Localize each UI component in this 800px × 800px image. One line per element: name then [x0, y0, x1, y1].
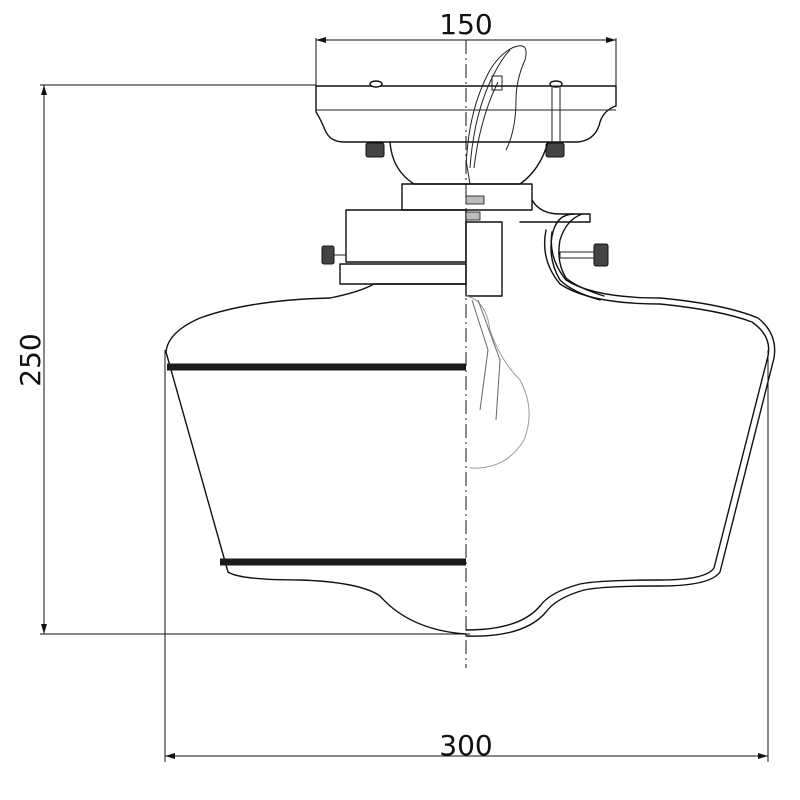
bottom-width-dimension: 300: [164, 350, 769, 762]
ceiling-canopy: [315, 80, 617, 158]
glass-shade-left: [165, 283, 467, 635]
light-bulb: [465, 295, 530, 469]
top-width-label: 150: [439, 8, 492, 41]
lamp-fitter: [321, 183, 609, 301]
bottom-width-label: 300: [439, 729, 492, 762]
height-label: 250: [14, 333, 47, 386]
glass-shade-right: [465, 229, 776, 637]
canopy-dome: [389, 141, 549, 185]
height-dimension: 250: [14, 84, 470, 635]
supply-wires: [465, 45, 527, 169]
